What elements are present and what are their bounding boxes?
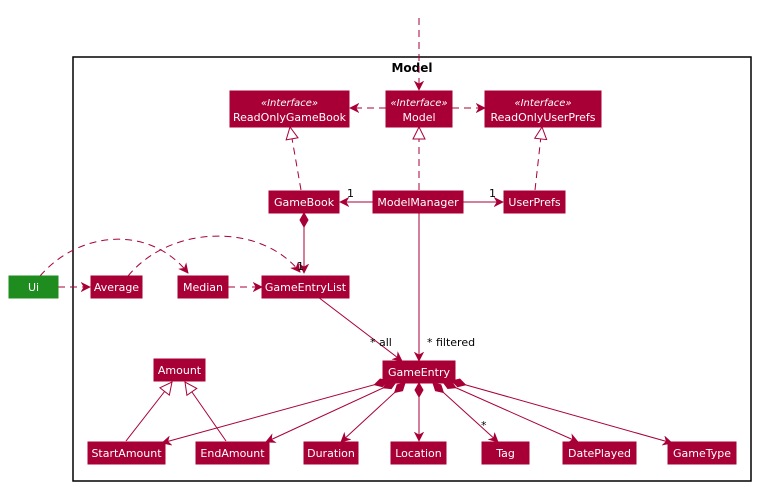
readonlygamebook-label: ReadOnlyGameBook — [233, 111, 347, 124]
edge-gameentrylist-gameentry — [317, 296, 402, 361]
label-modelmanager-gamebook-multiplicity: 1 — [347, 187, 354, 200]
class-userprefs[interactable]: UserPrefs — [503, 190, 566, 214]
ui-label: Ui — [28, 281, 39, 294]
class-amount[interactable]: Amount — [153, 358, 206, 382]
class-gameentry[interactable]: GameEntry — [382, 360, 456, 384]
edge-gameentry-duration — [341, 383, 405, 442]
class-readonlygamebook[interactable]: «Interface» ReadOnlyGameBook — [229, 90, 350, 128]
location-label: Location — [395, 447, 442, 460]
class-gamebook[interactable]: GameBook — [268, 190, 340, 214]
gamebook-label: GameBook — [274, 196, 335, 209]
gameentry-label: GameEntry — [388, 366, 451, 379]
readonlygamebook-stereotype: «Interface» — [261, 98, 318, 109]
tag-label: Tag — [495, 447, 515, 460]
dateplayed-label: DatePlayed — [568, 447, 631, 460]
class-location[interactable]: Location — [390, 441, 447, 465]
class-modelmanager[interactable]: ModelManager — [372, 190, 464, 214]
class-ui[interactable]: Ui — [8, 275, 59, 299]
nodes: «Interface» ReadOnlyGameBook «Interface»… — [8, 90, 737, 465]
median-label: Median — [183, 281, 223, 294]
gametype-label: GameType — [673, 447, 731, 460]
model-stereotype: «Interface» — [390, 98, 447, 109]
class-median[interactable]: Median — [177, 275, 229, 299]
class-dateplayed[interactable]: DatePlayed — [562, 441, 637, 465]
class-gametype[interactable]: GameType — [667, 441, 737, 465]
label-modelmanager-userprefs-multiplicity: 1 — [489, 187, 496, 200]
edge-gameentry-gametype — [452, 381, 672, 443]
average-label: Average — [94, 281, 139, 294]
edge-ui-median — [39, 238, 188, 277]
readonlyuserprefs-label: ReadOnlyUserPrefs — [491, 111, 596, 124]
class-tag[interactable]: Tag — [481, 441, 530, 465]
edges — [39, 18, 672, 443]
class-duration[interactable]: Duration — [303, 441, 359, 465]
gameentrylist-label: GameEntryList — [265, 281, 347, 294]
edge-average-gameentrylist — [127, 235, 300, 277]
class-endamount[interactable]: EndAmount — [195, 441, 270, 465]
edge-userprefs-realizes — [535, 127, 542, 191]
edge-labels: 1 1 1 * all * filtered * — [297, 187, 496, 432]
class-readonlyuserprefs[interactable]: «Interface» ReadOnlyUserPrefs — [484, 90, 602, 128]
model-label: Model — [402, 111, 435, 124]
label-gamebook-list-multiplicity: 1 — [297, 260, 304, 273]
label-all: * all — [370, 336, 392, 349]
duration-label: Duration — [307, 447, 355, 460]
interface-model[interactable]: «Interface» Model — [385, 90, 453, 128]
endamount-label: EndAmount — [200, 447, 265, 460]
readonlyuserprefs-stereotype: «Interface» — [514, 98, 571, 109]
userprefs-label: UserPrefs — [508, 196, 560, 209]
label-filtered: * filtered — [427, 336, 475, 349]
class-gameentrylist[interactable]: GameEntryList — [261, 275, 350, 299]
modelmanager-label: ModelManager — [377, 196, 459, 209]
edge-gamebook-realizes — [290, 127, 302, 191]
package-title: Model — [391, 61, 432, 75]
class-startamount[interactable]: StartAmount — [87, 441, 166, 465]
amount-label: Amount — [158, 364, 202, 377]
label-tag-multiplicity: * — [481, 419, 487, 432]
startamount-label: StartAmount — [91, 447, 162, 460]
class-average[interactable]: Average — [90, 275, 143, 299]
